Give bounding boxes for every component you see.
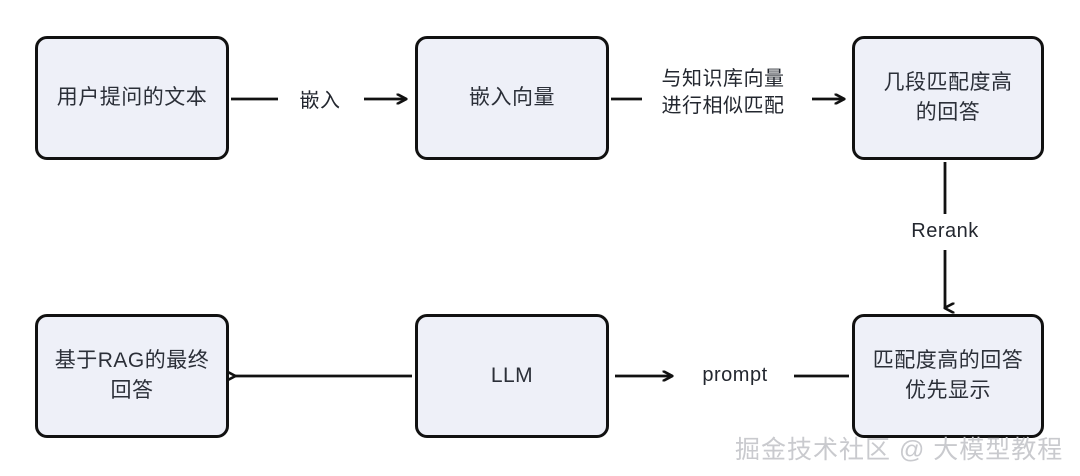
node-final-rag-answer-label: 基于RAG的最终 回答 — [54, 348, 210, 402]
node-embedding-vector[interactable]: 嵌入向量 — [415, 36, 609, 160]
node-user-question-text-label: 用户提问的文本 — [56, 85, 208, 109]
node-prioritized-answers[interactable]: 匹配度高的回答 优先显示 — [852, 314, 1044, 438]
node-top-matching-answers[interactable]: 几段匹配度高 的回答 — [852, 36, 1044, 160]
node-user-question-text[interactable]: 用户提问的文本 — [35, 36, 229, 160]
node-llm[interactable]: LLM — [415, 314, 609, 438]
node-llm-label: LLM — [490, 363, 534, 387]
node-final-rag-answer[interactable]: 基于RAG的最终 回答 — [35, 314, 229, 438]
edge-label-rerank: Rerank — [911, 220, 979, 242]
node-embedding-vector-label: 嵌入向量 — [469, 85, 555, 109]
edge-label-similarity-match: 与知识库向量 进行相似匹配 — [661, 68, 785, 117]
node-prioritized-answers-label: 匹配度高的回答 优先显示 — [872, 348, 1024, 402]
edge-label-embed: 嵌入 — [299, 90, 341, 112]
node-top-matching-answers-label: 几段匹配度高 的回答 — [883, 70, 1013, 124]
watermark-text: 掘金技术社区 @ 大模型教程 — [735, 436, 1064, 464]
edge-label-prompt: prompt — [702, 364, 768, 386]
